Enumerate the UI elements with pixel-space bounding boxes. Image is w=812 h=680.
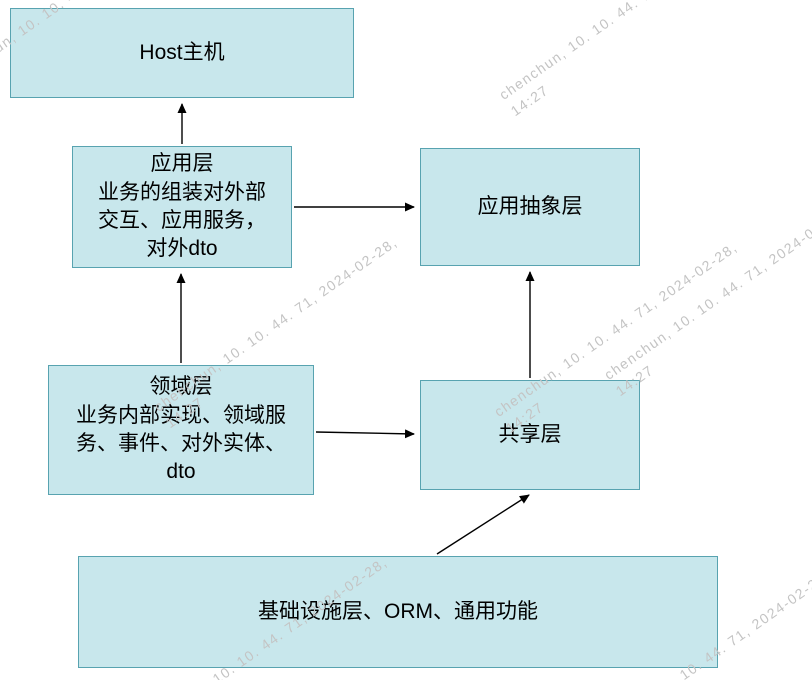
node-application-layer: 应用层 业务的组装对外部 交互、应用服务， 对外dto xyxy=(72,146,292,268)
watermark-line2: 14:27 xyxy=(612,361,657,400)
arrow-domain-to-shared xyxy=(315,429,415,439)
watermark-line1: chenchun, 10. 10. 44. 71, 2024-02-28, xyxy=(496,0,746,103)
node-host-label: Host主机 xyxy=(139,40,225,64)
node-infrastructure-layer-label: 基础设施层、ORM、通用功能 xyxy=(258,599,538,623)
node-infrastructure-layer: 基础设施层、ORM、通用功能 xyxy=(78,556,718,668)
arrow-infra-to-shared xyxy=(436,494,530,555)
node-application-abstraction-layer-label: 应用抽象层 xyxy=(477,194,583,218)
node-domain-layer: 领域层 业务内部实现、领域服 务、事件、对外实体、 dto xyxy=(48,365,314,495)
node-shared-layer-label: 共享层 xyxy=(498,422,562,446)
node-shared-layer: 共享层 xyxy=(420,380,640,490)
node-application-abstraction-layer: 应用抽象层 xyxy=(420,148,640,266)
watermark-line2: 14:27 xyxy=(507,81,552,120)
node-domain-layer-label: 领域层 业务内部实现、领域服 务、事件、对外实体、 dto xyxy=(76,375,286,484)
node-host: Host主机 xyxy=(10,8,354,98)
watermark: chenchun, 10. 10. 44. 71, 2024-02-28, 14… xyxy=(495,0,758,121)
node-application-layer-label: 应用层 业务的组装对外部 交互、应用服务， 对外dto xyxy=(98,152,266,261)
